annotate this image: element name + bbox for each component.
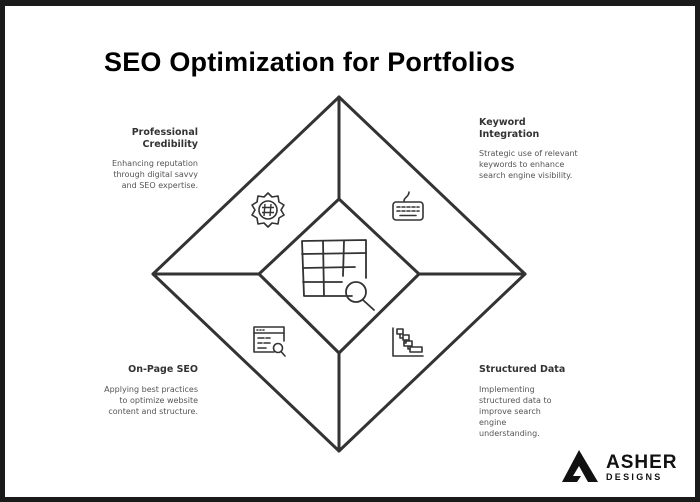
keyboard-icon — [392, 191, 424, 221]
quadrant-description-on-page-seo: Applying best practices to optimize webs… — [104, 385, 198, 416]
logo-subtitle: DESIGNS — [606, 472, 663, 482]
logo-name: ASHER — [606, 452, 678, 473]
gear-hash-icon — [251, 192, 285, 228]
quadrant-description-professional-credibility: Enhancing reputation through digital sav… — [111, 159, 198, 190]
quadrant-description-keyword-integration: Strategic use of relevant keywords to en… — [479, 149, 578, 180]
quadrant-heading-keyword-integration: Keyword Integration — [479, 117, 540, 140]
quadrant-heading-professional-credibility: Professional Credibility — [131, 127, 198, 150]
quadrant-heading-structured-data: Structured Data — [479, 364, 566, 375]
logo-mark-icon — [562, 450, 598, 482]
quadrant-description-structured-data: Implementing structured data to improve … — [479, 385, 552, 438]
page-title: SEO Optimization for Portfolios — [104, 47, 516, 77]
hierarchy-icon — [392, 327, 424, 357]
web-search-icon — [253, 326, 286, 357]
asher-designs-logo: ASHER DESIGNS — [561, 448, 686, 488]
table-search-icon — [301, 239, 375, 311]
quadrant-heading-on-page-seo: On-Page SEO — [128, 364, 198, 375]
inner-diamond — [257, 197, 421, 355]
